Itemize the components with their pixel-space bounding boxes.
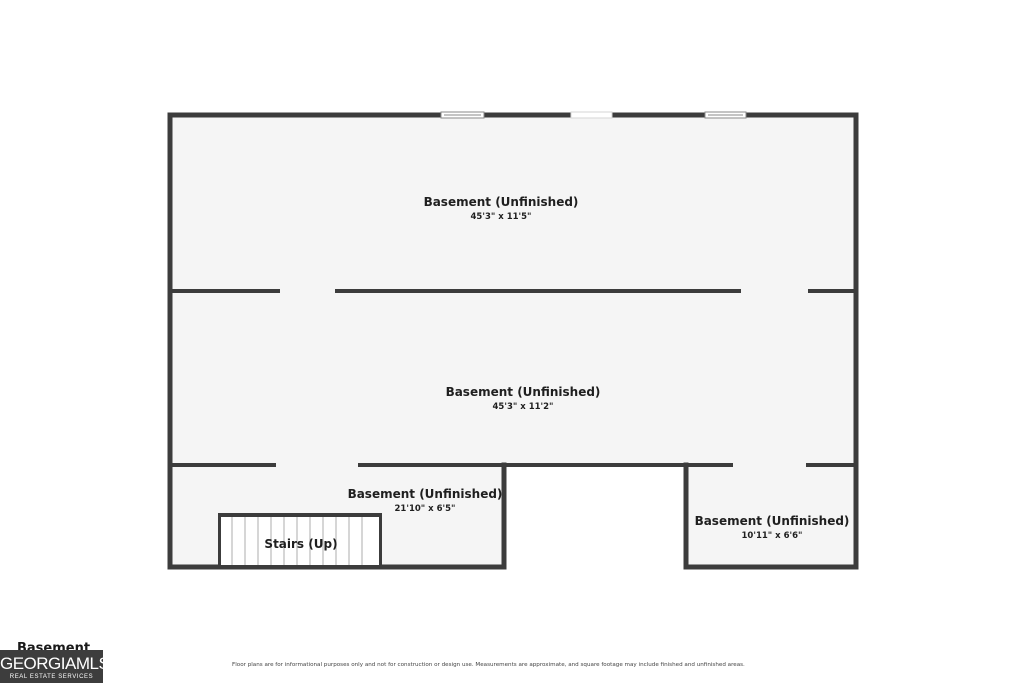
room-dimensions: 45'3" x 11'5" — [471, 212, 532, 222]
room-dimensions: 21'10" x 6'5" — [395, 504, 456, 514]
window — [440, 111, 485, 119]
room-name: Basement (Unfinished) — [446, 385, 601, 399]
logo-tagline: REAL ESTATE SERVICES — [9, 674, 94, 680]
room-dimensions: 45'3" x 11'2" — [493, 402, 554, 412]
disclaimer-text: Floor plans are for informational purpos… — [232, 662, 745, 668]
window — [704, 111, 747, 119]
window-opening — [570, 111, 613, 119]
floor-lower-right — [686, 465, 856, 567]
stairs-label: Stairs (Up) — [264, 537, 337, 551]
room-name: Basement (Unfinished) — [348, 487, 503, 501]
room-name: Basement (Unfinished) — [695, 514, 850, 528]
room-name: Basement (Unfinished) — [424, 195, 579, 209]
logo-wordmark: GEORGIAMLS — [0, 654, 103, 673]
stairs — [218, 513, 382, 565]
georgia-mls-logo: GEORGIAMLS REAL ESTATE SERVICES — [0, 650, 103, 683]
room-dimensions: 10'11" x 6'6" — [742, 531, 803, 541]
